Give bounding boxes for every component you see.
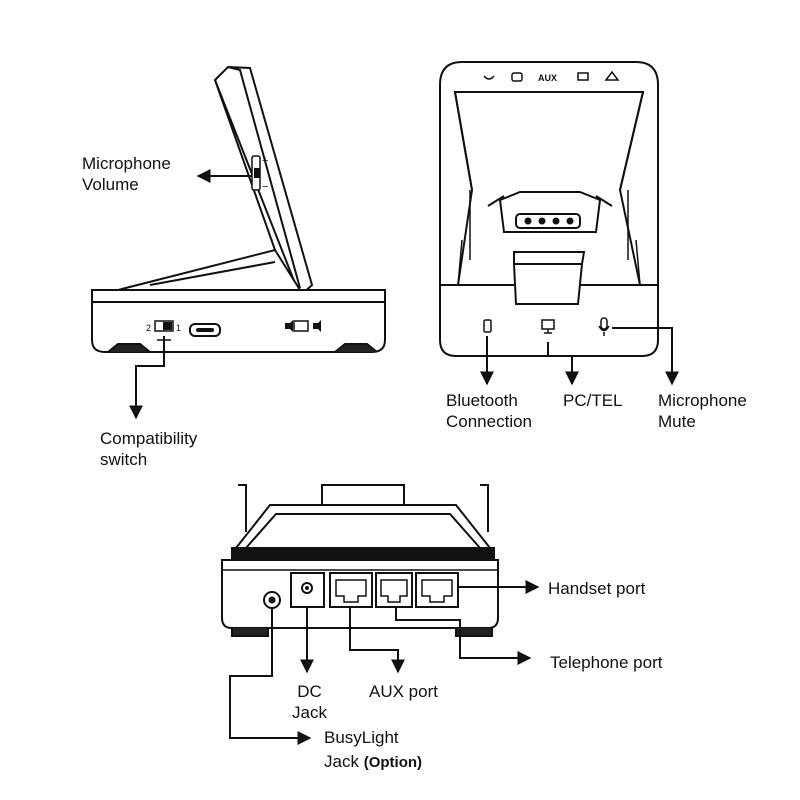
mic-volume-plus: + xyxy=(262,155,268,167)
switch-label-1: 1 xyxy=(176,323,181,333)
label-bluetooth-connection: Bluetooth Connection xyxy=(446,391,533,431)
switch-label-2: 2 xyxy=(146,323,151,333)
label-microphone-mute: Microphone Mute xyxy=(658,391,747,431)
label-busylight-jack-line: Jack (Option) xyxy=(324,751,422,773)
mic-volume-minus: − xyxy=(262,181,268,193)
mic-mute-arrow xyxy=(612,327,679,386)
label-handset-port: Handset port xyxy=(548,579,646,598)
mic-mute-led-icon xyxy=(600,317,608,330)
label-telephone-port: Telephone port xyxy=(550,653,663,672)
rear-view-base-unit xyxy=(221,484,499,637)
front-view-base-unit xyxy=(439,61,659,357)
label-pc-tel: PC/TEL xyxy=(563,391,623,410)
aux-port-arrow xyxy=(349,607,405,674)
compat-switch-arrow xyxy=(129,336,165,420)
label-busylight-option: (Option) xyxy=(363,754,423,771)
bluetooth-led-icon xyxy=(483,319,492,333)
label-compatibility-switch: Compatibility switch xyxy=(100,429,198,469)
label-dc-jack: DC Jack xyxy=(292,682,327,722)
telephone-port-arrow xyxy=(395,607,532,665)
label-busylight-jack: Jack xyxy=(324,752,359,771)
aux-mode-icon: AUX xyxy=(538,73,557,83)
pc-tel-arrow xyxy=(547,342,579,386)
label-busylight: BusyLight xyxy=(324,728,399,747)
side-view-base-unit xyxy=(91,65,386,353)
label-aux-port: AUX port xyxy=(369,682,438,701)
label-microphone-volume: Microphone Volume xyxy=(82,154,171,194)
busylight-arrow xyxy=(229,608,312,745)
